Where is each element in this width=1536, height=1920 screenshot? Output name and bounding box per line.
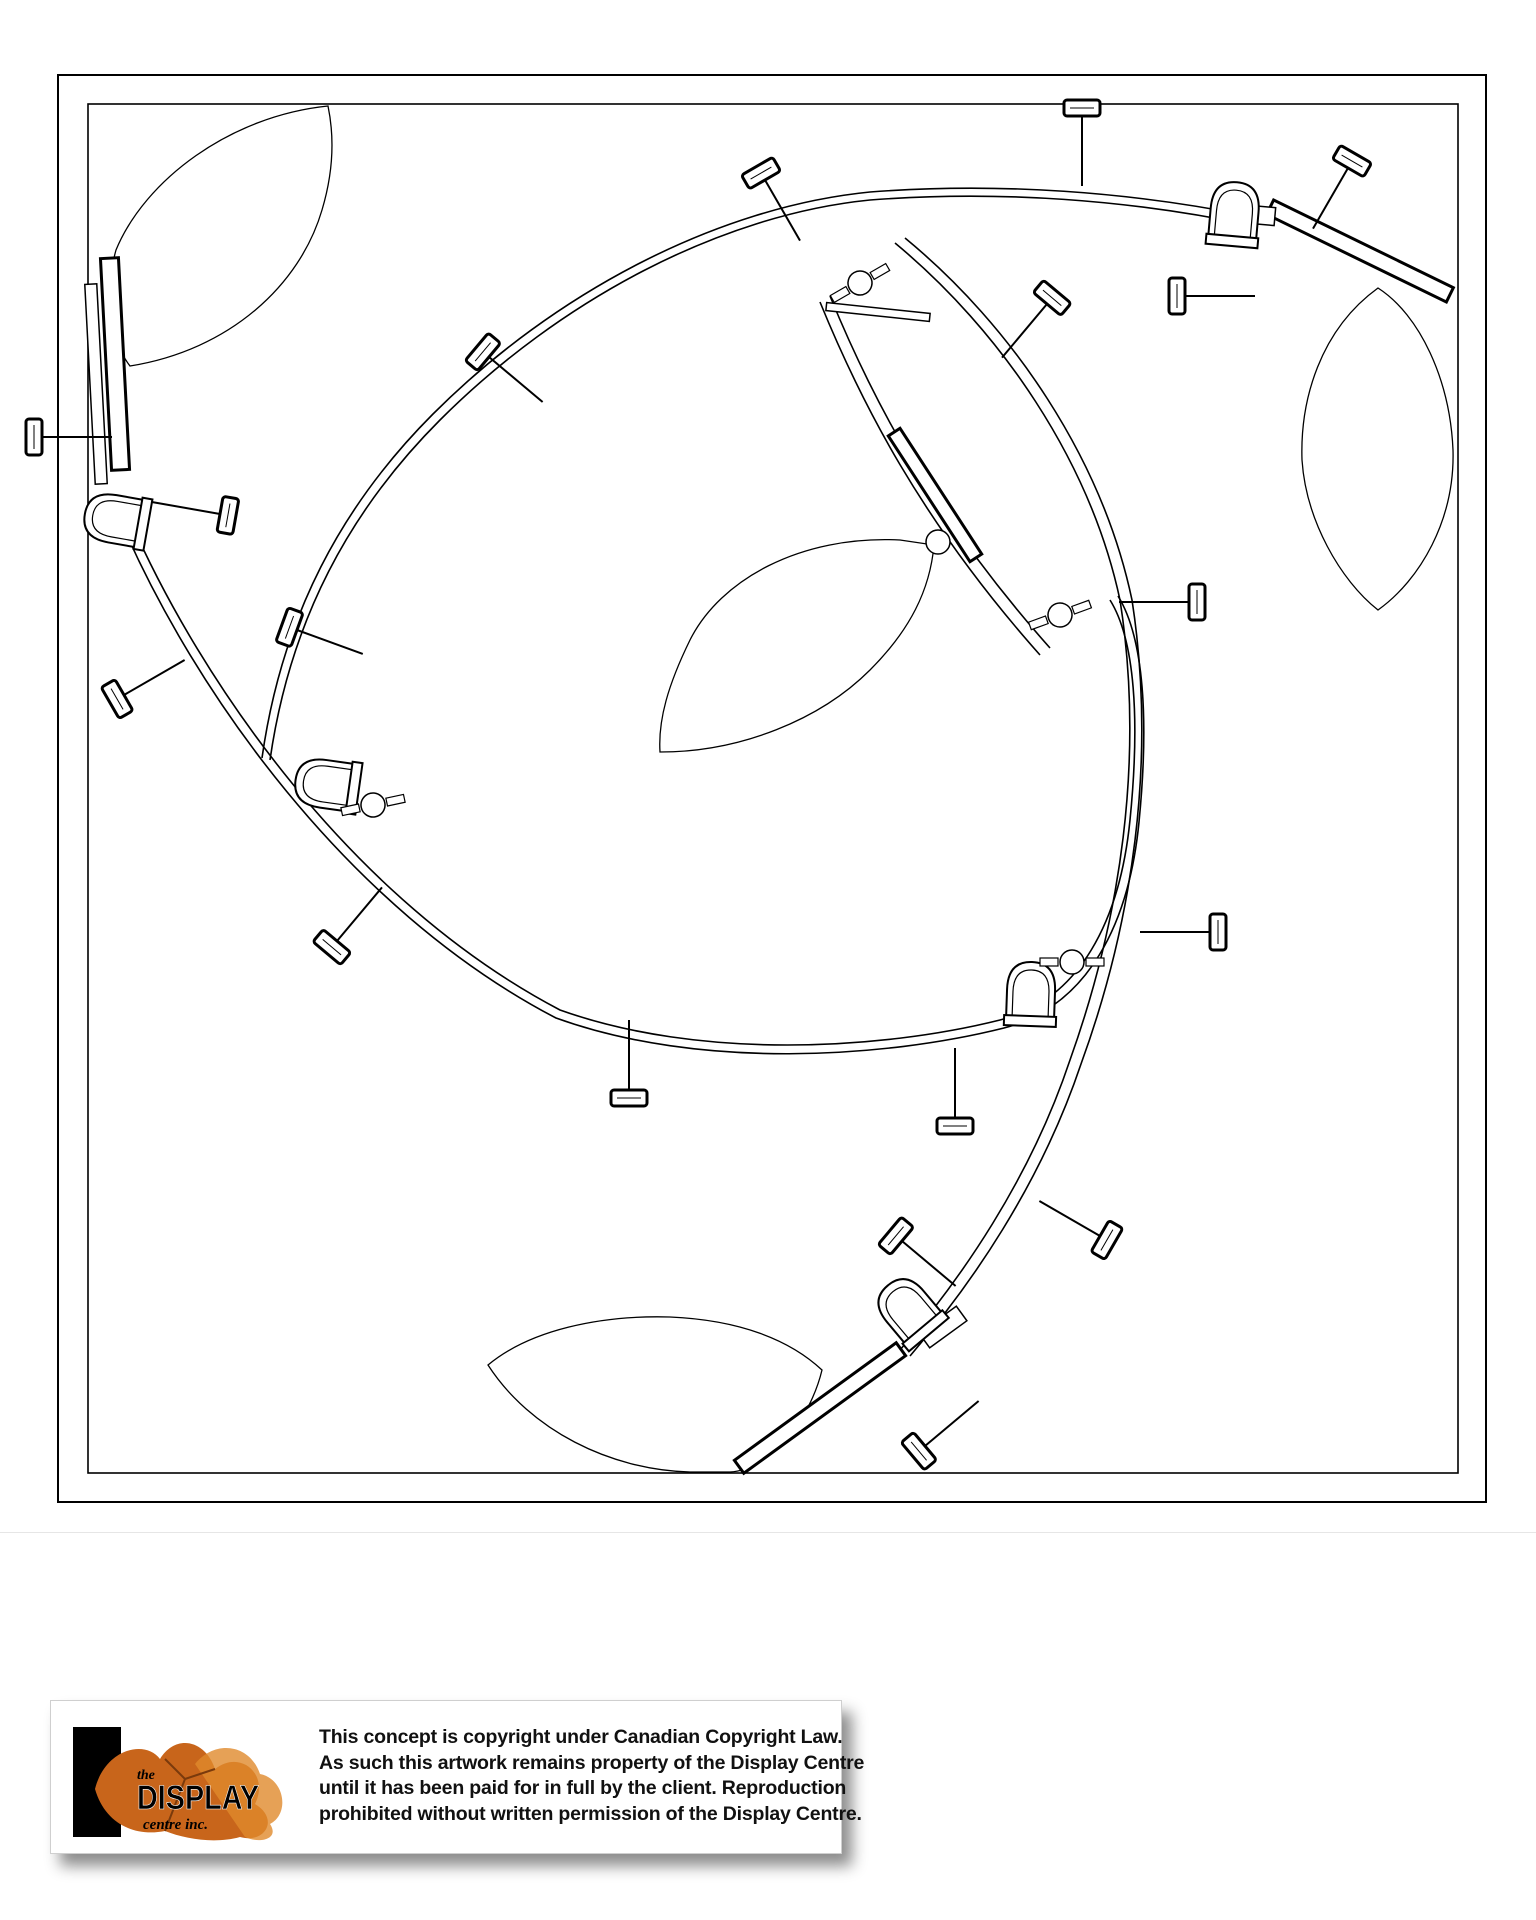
stool bbox=[1028, 1183, 1125, 1262]
stool bbox=[1062, 98, 1102, 188]
booth-floor-plan bbox=[24, 74, 1487, 1503]
hinge-connector bbox=[1025, 592, 1095, 638]
stool bbox=[739, 155, 818, 252]
copyright-line: until it has been paid for in full by th… bbox=[319, 1777, 847, 1799]
logo-small-word: the bbox=[137, 1768, 155, 1783]
stool bbox=[1138, 912, 1228, 952]
floor-graphic-bottom bbox=[487, 1316, 823, 1473]
copyright-line: This concept is copyright under Canadian… bbox=[319, 1726, 843, 1748]
floor-graphic-top-left bbox=[108, 105, 333, 367]
chair-top-right bbox=[1204, 178, 1264, 250]
floor-graphic-center bbox=[659, 538, 935, 753]
copyright-notice-box: the DISPLAY centre inc. This concept is … bbox=[50, 1700, 865, 1854]
floor-graphic-right bbox=[1301, 287, 1454, 611]
stool bbox=[1117, 582, 1207, 622]
page-separator bbox=[0, 1532, 1536, 1533]
stool bbox=[935, 1046, 975, 1136]
outer-frame bbox=[57, 74, 1487, 1503]
counter-center bbox=[886, 426, 984, 564]
logo-main-word: DISPLAY bbox=[137, 1779, 259, 1817]
copyright-line: prohibited without written permission of… bbox=[319, 1802, 862, 1825]
display-centre-logo: the DISPLAY centre inc. bbox=[73, 1727, 283, 1841]
counter-top-left bbox=[83, 256, 132, 485]
inner-curved-wall bbox=[819, 295, 1051, 656]
hinge-connector bbox=[825, 255, 895, 311]
stool bbox=[274, 606, 371, 673]
stool bbox=[99, 642, 196, 721]
sweeping-wall bbox=[894, 237, 1143, 1357]
chair-top-left bbox=[79, 487, 154, 552]
chair-right bbox=[1002, 960, 1060, 1028]
stool bbox=[311, 874, 398, 967]
stool bbox=[146, 482, 241, 537]
stool bbox=[1167, 276, 1257, 316]
hinge-connector bbox=[925, 529, 951, 555]
copyright-line: As such this artwork remains property of… bbox=[319, 1751, 865, 1774]
stool bbox=[899, 1385, 992, 1472]
stool bbox=[986, 278, 1073, 371]
copyright-text: This concept is copyright under Canadian… bbox=[319, 1725, 865, 1827]
inner-frame bbox=[87, 103, 1459, 1474]
counter-bottom bbox=[732, 1305, 968, 1476]
logo-sub-word: centre inc. bbox=[143, 1817, 208, 1833]
panel-upper-center bbox=[825, 301, 931, 323]
stool bbox=[609, 1018, 649, 1108]
